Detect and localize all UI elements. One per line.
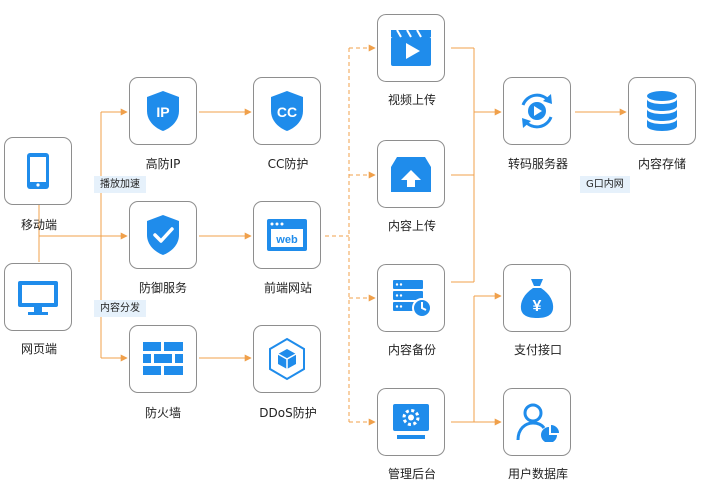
content-storage-label: 内容存储	[637, 157, 686, 171]
defense-service-label: 防御服务	[138, 281, 187, 295]
user-db-label: 用户数据库	[507, 467, 568, 481]
brick-wall-icon	[143, 342, 183, 375]
transcode-server-label: 转码服务器	[507, 157, 568, 171]
cc-protect-node[interactable]: CC	[253, 77, 321, 145]
video-upload-label: 视频上传	[387, 93, 436, 107]
content-backup-node[interactable]	[377, 264, 445, 332]
tag-distribute: 内容分发	[94, 300, 146, 317]
web-client-label: 网页端	[20, 342, 57, 356]
transcode-refresh-icon	[521, 93, 553, 129]
tag-intranet: G口内网	[580, 176, 630, 193]
content-storage-node[interactable]	[628, 77, 696, 145]
admin-backend-node[interactable]	[377, 388, 445, 456]
upload-box-icon	[391, 157, 431, 192]
shield-check-icon	[147, 215, 179, 255]
defense-service-node[interactable]	[129, 201, 197, 269]
cc-protect-label: CC防护	[267, 157, 309, 171]
payment-api-label: 支付接口	[513, 343, 562, 357]
mobile-label: 移动端	[20, 218, 57, 232]
svg-text:¥: ¥	[533, 298, 542, 315]
gaofang-ip-node[interactable]: IP	[129, 77, 197, 145]
admin-gear-monitor-icon	[393, 404, 429, 439]
web-client-node[interactable]	[4, 263, 72, 331]
gaofang-ip-label: 高防IP	[145, 157, 181, 171]
payment-api-node[interactable]: ¥	[503, 264, 571, 332]
firewall-label: 防火墙	[144, 406, 181, 420]
mobile-phone-icon	[27, 153, 49, 189]
admin-backend-label: 管理后台	[387, 467, 436, 481]
user-chart-icon	[516, 403, 559, 442]
web-browser-icon: web	[267, 219, 307, 251]
svg-text:web: web	[275, 234, 298, 246]
money-bag-icon: ¥	[520, 279, 554, 318]
tag-accelerate: 播放加速	[94, 176, 146, 193]
mobile-node[interactable]	[4, 137, 72, 205]
cc-shield-icon: CC	[271, 91, 303, 131]
ddos-protect-label: DDoS防护	[259, 406, 317, 420]
user-db-node[interactable]	[503, 388, 571, 456]
ddos-protect-node[interactable]	[253, 325, 321, 393]
frontend-site-node[interactable]: web	[253, 201, 321, 269]
ddos-cube-icon	[269, 337, 305, 381]
svg-text:IP: IP	[156, 104, 169, 120]
content-backup-label: 内容备份	[387, 343, 436, 357]
video-upload-node[interactable]	[377, 14, 445, 82]
content-upload-node[interactable]	[377, 140, 445, 208]
frontend-site-label: 前端网站	[263, 281, 312, 295]
desktop-monitor-icon	[18, 281, 58, 315]
video-clapper-icon	[391, 29, 431, 66]
transcode-server-node[interactable]	[503, 77, 571, 145]
svg-text:CC: CC	[277, 104, 297, 120]
database-icon	[647, 91, 677, 131]
server-clock-icon	[393, 280, 432, 318]
firewall-node[interactable]	[129, 325, 197, 393]
content-upload-label: 内容上传	[387, 219, 436, 233]
ip-shield-icon: IP	[147, 91, 179, 131]
